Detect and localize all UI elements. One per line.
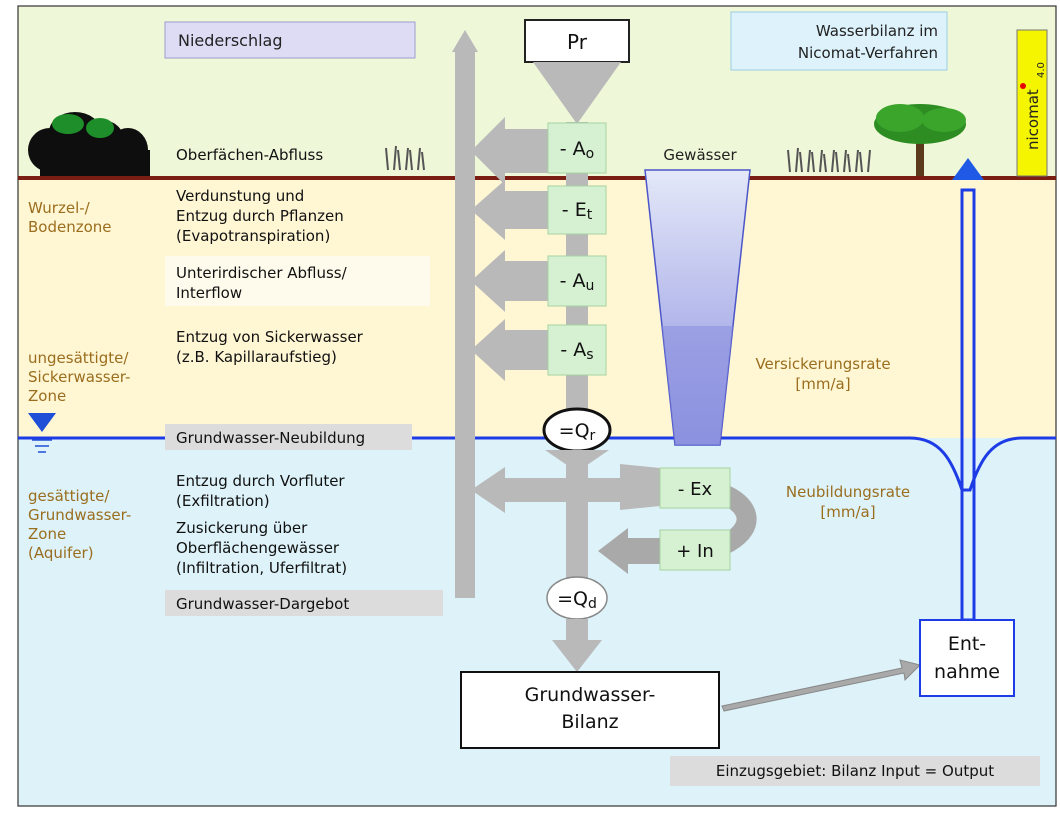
dargebot-label-box: [165, 590, 443, 616]
well-outlet-arrow: [952, 158, 984, 180]
term-in-box: [659, 529, 731, 571]
zone-unsat-line-1: ungesättigte/: [28, 349, 129, 367]
bilanz-line-2: Bilanz: [561, 711, 618, 733]
zone-sat-line-2: Grundwasser-: [28, 506, 131, 524]
water-table-marker-icon: [28, 413, 56, 432]
title-line-2: Nicomat-Verfahren: [798, 44, 938, 62]
pr-label: Pr: [567, 30, 588, 54]
bilanz-entnahme-arrow: [721, 659, 921, 712]
arrow-as: [471, 319, 548, 381]
term-ex: - Ex: [678, 479, 713, 500]
arrow-et: [471, 180, 548, 240]
qr-funnel: [545, 450, 609, 472]
process-interflow-line-1: Unterirdischer Abfluss/: [176, 264, 348, 282]
term-in: + In: [676, 541, 714, 562]
zone-sat-line-3: Zone: [28, 525, 66, 543]
process-sickerwasser-line-1: Entzug von Sickerwasser: [176, 328, 364, 346]
rate-versickerung-line-2: [mm/a]: [795, 375, 850, 393]
arrow-ao: [471, 117, 548, 185]
term-et: - Et: [562, 199, 593, 223]
process-sickerwasser-line-2: (z.B. Kapillaraufstieg): [176, 348, 337, 366]
title-box: [730, 11, 948, 71]
process-oberflaeche: Oberfächen-Abfluss: [176, 146, 323, 164]
term-ao-box: [547, 122, 607, 174]
zone-sat-line-4: (Aquifer): [28, 544, 94, 562]
term-as-box: [547, 324, 607, 376]
groundwater-table-line: [18, 436, 1056, 492]
process-neubildung: Grundwasser-Neubildung: [176, 429, 365, 447]
rate-versickerung-line-1: Versickerungsrate: [755, 355, 890, 373]
term-qr: =Qr: [559, 420, 596, 444]
term-au-box: [547, 255, 607, 307]
qd-arrow-head: [552, 640, 602, 672]
grass-right-icon: [787, 147, 871, 173]
term-ex-box: [659, 467, 731, 509]
gewaesser-water-level: [662, 326, 733, 445]
arrow-in: [598, 528, 668, 574]
zone-unsat-line-3: Zone: [28, 387, 66, 405]
logo-text: nicomat: [1024, 89, 1042, 150]
zone-unsat-line-2: Sickerwasser-: [28, 368, 130, 386]
tree-right-icon: [874, 104, 966, 176]
rate-neubildung-line-2: [mm/a]: [820, 503, 875, 521]
footer-box: [670, 756, 1040, 786]
term-as: - As: [560, 339, 593, 363]
entnahme-box: [919, 619, 1015, 697]
process-infiltration-line-3: (Infiltration, Uferfiltrat): [176, 559, 347, 577]
gewaesser-label: Gewässer: [663, 146, 737, 164]
upward-arrow-shaft: [455, 50, 475, 598]
diagram-frame: [17, 5, 1057, 807]
grass-left-icon: [385, 145, 425, 171]
term-qd: =Qd: [557, 588, 597, 612]
zone-wurzel-line-2: Bodenzone: [28, 218, 112, 236]
bilanz-line-1: Grundwasser-: [525, 684, 656, 706]
niederschlag-label: Niederschlag: [178, 31, 283, 50]
term-et-box: [547, 185, 607, 235]
pr-box: [524, 19, 630, 63]
entnahme-line-1: Ent-: [948, 633, 986, 655]
entnahme-line-2: nahme: [934, 661, 1000, 683]
process-infiltration-line-2: Oberflächengewässer: [176, 539, 340, 557]
arrow-ex: [471, 467, 640, 513]
bilanz-box: [460, 671, 720, 749]
term-ao: - Ao: [560, 138, 594, 162]
pr-funnel: [533, 62, 621, 124]
process-interflow-line-2: Interflow: [176, 284, 242, 302]
interflow-label-box: [165, 256, 430, 306]
footer-text: Einzugsgebiet: Bilanz Input = Output: [716, 762, 994, 780]
arrow-au: [471, 250, 548, 312]
process-infiltration-line-1: Zusickerung über: [176, 519, 308, 537]
process-exfiltration-line-2: (Exfiltration): [176, 492, 270, 510]
zone-wurzel-line-1: Wurzel-/: [28, 199, 91, 217]
process-verdunstung-line-2: Entzug durch Pflanzen: [176, 207, 344, 225]
process-exfiltration-line-1: Entzug durch Vorfluter: [176, 472, 345, 490]
title-line-1: Wasserbilanz im: [816, 22, 938, 40]
logo-dot-icon: [1020, 83, 1026, 89]
nicomat-logo: [1016, 29, 1048, 177]
term-au: - Au: [560, 270, 595, 294]
logo-version: 4.0: [1036, 62, 1047, 78]
niederschlag-label-box: [164, 21, 416, 59]
neubildung-label-box: [165, 424, 412, 450]
qd-arrow-shaft: [566, 619, 588, 642]
process-dargebot: Grundwasser-Dargebot: [176, 595, 349, 613]
rate-neubildung-line-1: Neubildungsrate: [786, 483, 910, 501]
upward-arrow-head: [452, 30, 478, 52]
process-verdunstung-line-3: (Evapotranspiration): [176, 227, 330, 245]
zone-sat-line-1: gesättigte/: [28, 487, 110, 505]
trees-left-highlight-icon: [52, 114, 114, 138]
process-verdunstung-line-1: Verdunstung und: [176, 187, 304, 205]
